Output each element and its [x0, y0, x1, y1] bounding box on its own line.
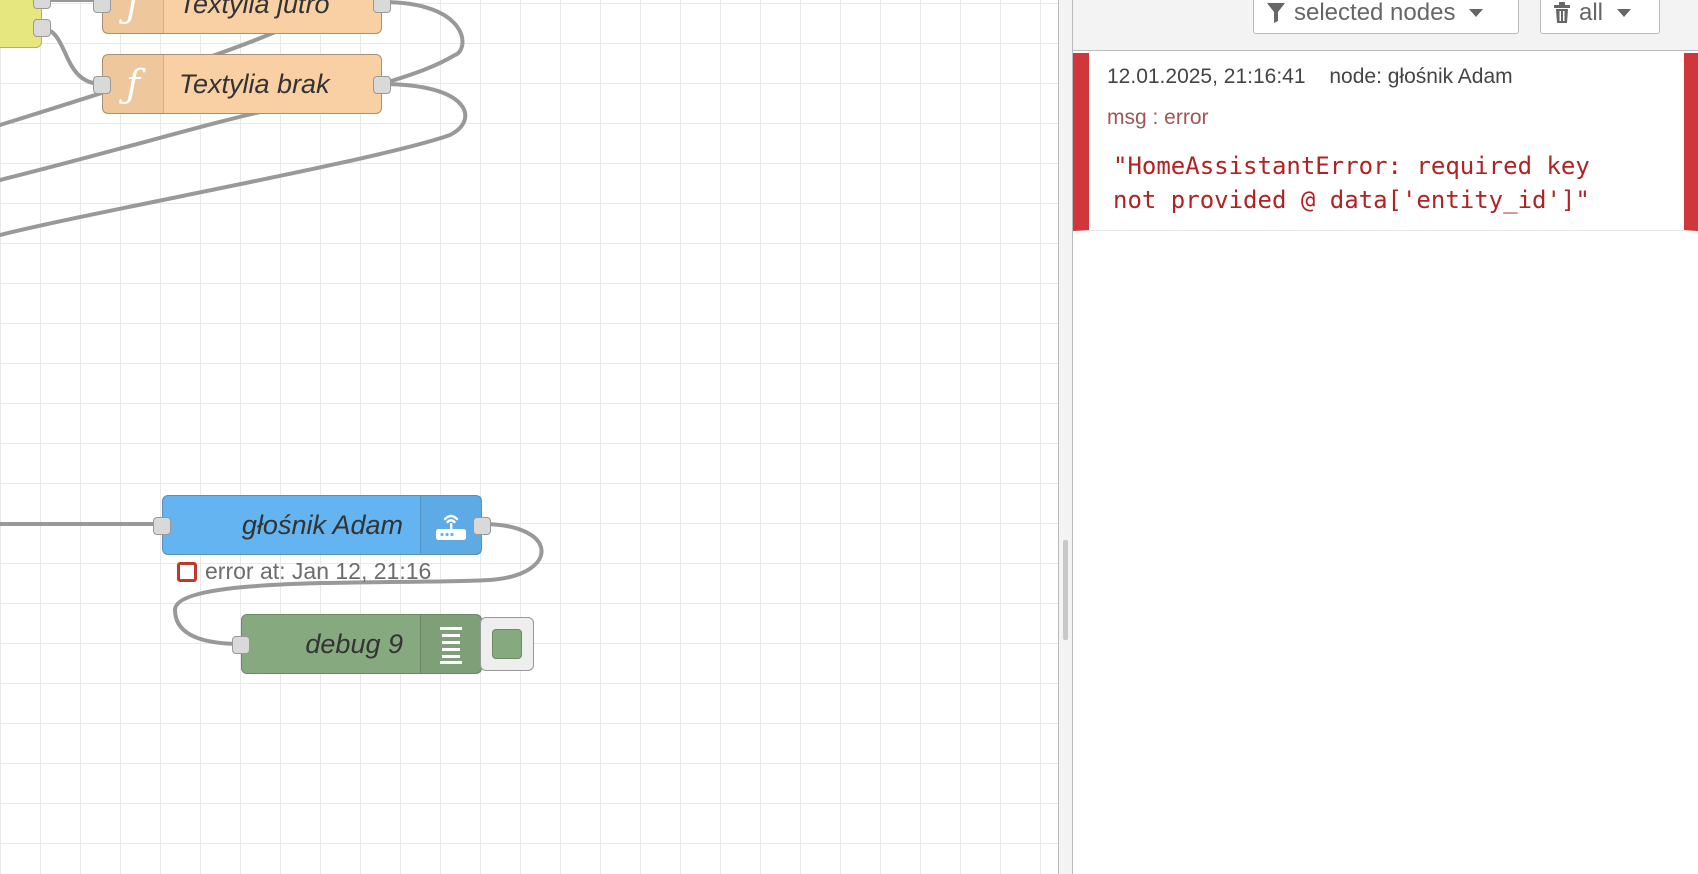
function-icon: ƒ [103, 55, 164, 113]
function-icon: ƒ [103, 0, 164, 33]
debug-message[interactable]: 12.01.2025, 21:16:41 node: głośnik Adam … [1073, 53, 1698, 231]
output-port[interactable] [33, 0, 51, 9]
chevron-down-icon [1617, 9, 1632, 17]
node-label: Textylia brak [179, 68, 330, 99]
clear-label: all [1579, 0, 1604, 26]
message-meta: 12.01.2025, 21:16:41 node: głośnik Adam [1107, 65, 1513, 89]
wire [172, 522, 544, 646]
input-port[interactable] [232, 636, 250, 654]
output-port[interactable] [33, 19, 51, 37]
sidebar-splitter[interactable] [1058, 0, 1073, 874]
flow-workspace[interactable]: ƒ Textylia jutro ƒ Textylia brak głośnik… [0, 0, 1058, 874]
debug-active-indicator [492, 629, 522, 659]
message-timestamp: 12.01.2025, 21:16:41 [1107, 65, 1306, 88]
input-port[interactable] [93, 0, 111, 13]
message-node-link[interactable]: node: głośnik Adam [1329, 65, 1513, 88]
input-port[interactable] [93, 76, 111, 94]
filter-icon [1267, 3, 1285, 23]
filter-selected-nodes-button[interactable]: selected nodes [1253, 0, 1519, 34]
router-icon [420, 496, 481, 554]
clear-all-button[interactable]: all [1540, 0, 1660, 34]
wire [0, 82, 468, 237]
node-label: debug 9 [305, 628, 403, 659]
filter-label: selected nodes [1294, 0, 1456, 26]
node-label: głośnik Adam [241, 509, 403, 540]
input-port[interactable] [153, 517, 171, 535]
chevron-down-icon [1469, 9, 1484, 17]
ha-service-node-glosnik-adam[interactable]: głośnik Adam [153, 495, 491, 555]
node-status: error at: Jan 12, 21:16 [177, 558, 431, 585]
message-topic: msg : error [1107, 106, 1209, 129]
inject-node[interactable] [0, 0, 51, 48]
output-port[interactable] [373, 76, 391, 94]
status-error-icon [177, 561, 197, 582]
wire [0, 108, 272, 182]
status-text: error at: Jan 12, 21:16 [205, 558, 432, 584]
debug-list-icon [420, 615, 481, 673]
message-value[interactable]: "HomeAssistantError: required key not pr… [1113, 152, 1590, 214]
splitter-grip[interactable] [1063, 540, 1068, 640]
function-node-textylia-brak[interactable]: ƒ Textylia brak [93, 54, 391, 114]
wire [380, 0, 465, 86]
debug-toggle-button[interactable] [480, 617, 534, 671]
wires-layer [0, 0, 544, 646]
node-label: Textylia jutro [179, 0, 330, 19]
debug-sidebar: selected nodes all 12.01.2025, 21:16:41 … [1073, 0, 1698, 874]
output-port[interactable] [373, 0, 391, 13]
trash-icon [1554, 2, 1570, 23]
debug-toolbar: selected nodes all [1073, 0, 1698, 51]
wire [38, 26, 104, 86]
debug-node[interactable]: debug 9 [232, 614, 482, 674]
output-port[interactable] [473, 517, 491, 535]
function-node-textylia-jutro[interactable]: ƒ Textylia jutro [93, 0, 391, 34]
